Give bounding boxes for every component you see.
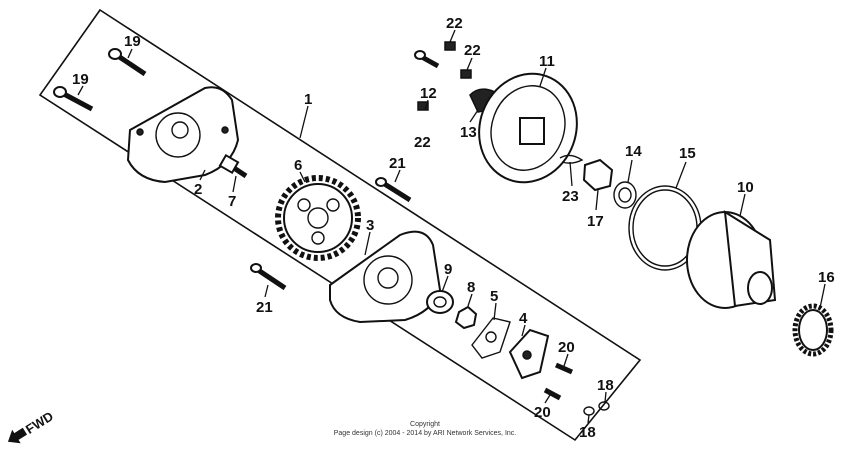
callout-9: 9 [444, 261, 452, 278]
fwd-arrow: FWD [7, 408, 56, 444]
clip-23[interactable] [559, 154, 584, 164]
callout-19-upper: 19 [124, 33, 141, 50]
bolt-19-upper[interactable] [108, 48, 147, 77]
washer-14[interactable] [613, 181, 637, 209]
washer-18-lower[interactable] [583, 406, 595, 416]
callout-11: 11 [539, 53, 555, 70]
fitting-7[interactable] [218, 153, 248, 179]
callout-21-upper: 21 [389, 155, 406, 172]
cover-10[interactable] [686, 210, 777, 309]
bolt-20-lower[interactable] [543, 387, 562, 401]
outer-rotor-9[interactable] [426, 290, 454, 314]
fwd-label: FWD [23, 408, 56, 436]
callout-22-low: 22 [414, 134, 431, 151]
copyright-line-2: Page design (c) 2004 - 2014 by ARI Netwo… [334, 430, 517, 437]
pump-cover-2[interactable] [126, 86, 240, 184]
bolt-20-upper[interactable] [554, 362, 574, 375]
callout-17: 17 [587, 213, 604, 230]
bolt-21-lower[interactable] [250, 263, 287, 291]
callout-14: 14 [625, 143, 642, 160]
callout-20-lower: 20 [534, 404, 551, 421]
callout-10: 10 [737, 179, 754, 196]
callout-22-mid: 22 [464, 42, 481, 59]
gasket-5[interactable] [471, 317, 511, 359]
copyright-line-1: Copyright [410, 421, 440, 428]
bolt-22-mid[interactable] [460, 69, 472, 79]
callout-12: 12 [420, 85, 437, 102]
callout-20-upper: 20 [558, 339, 575, 356]
callout-18-upper: 18 [597, 377, 614, 394]
bolt-21-upper[interactable] [375, 177, 412, 203]
callout-3: 3 [366, 217, 374, 234]
callout-22-top: 22 [446, 15, 463, 32]
callout-13: 13 [460, 124, 477, 141]
bolt-19-lower[interactable] [53, 86, 94, 112]
callout-5: 5 [490, 288, 498, 305]
callout-1: 1 [304, 91, 312, 108]
callout-6: 6 [294, 157, 302, 174]
gear-16[interactable] [792, 303, 834, 357]
bolt-22-low[interactable] [417, 101, 429, 111]
inner-rotor-8[interactable] [454, 305, 478, 330]
pump-body-3[interactable] [329, 230, 442, 324]
callout-16: 16 [818, 269, 835, 286]
bolt-22-top[interactable] [444, 41, 456, 51]
plate-4[interactable] [508, 328, 550, 380]
callout-7: 7 [228, 193, 236, 210]
callout-8: 8 [467, 279, 475, 296]
washer-18-upper[interactable] [598, 401, 610, 411]
callout-2: 2 [194, 181, 202, 198]
callout-23: 23 [562, 188, 579, 205]
callout-18-lower: 18 [579, 424, 596, 441]
nut-17[interactable] [582, 158, 614, 192]
driven-gear-6[interactable] [275, 175, 361, 261]
assembly-frame [38, 8, 642, 442]
callout-15: 15 [679, 145, 696, 162]
bolt-12[interactable] [414, 50, 440, 69]
callout-19-lower: 19 [72, 71, 89, 88]
callout-4: 4 [519, 310, 528, 327]
callout-21-lower: 21 [256, 299, 273, 316]
housing-11[interactable] [464, 60, 592, 196]
